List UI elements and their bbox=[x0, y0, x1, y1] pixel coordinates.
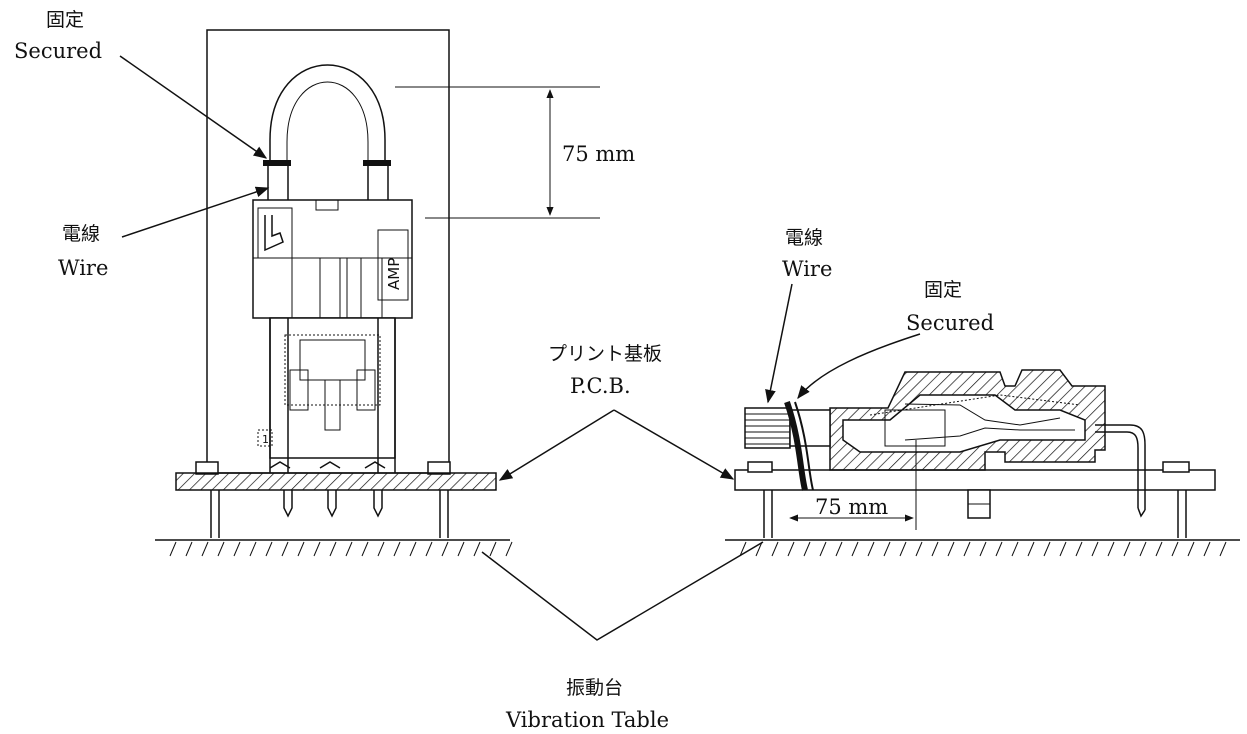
secured-right-en: Secured bbox=[906, 311, 994, 335]
front-connector-housing bbox=[252, 199, 413, 319]
wire-right-en: Wire bbox=[782, 257, 832, 281]
pcb-label-en: P.C.B. bbox=[570, 374, 631, 398]
secured-left-leader bbox=[119, 55, 268, 159]
wire-right-jp: 電線 bbox=[785, 227, 823, 249]
wire-right-leader bbox=[765, 283, 793, 404]
wire-left-jp: 電線 bbox=[62, 223, 100, 245]
front-tie-left bbox=[263, 160, 291, 166]
secured-left-jp: 固定 bbox=[46, 9, 84, 31]
side-tie bbox=[784, 401, 808, 491]
pcb-label-jp: プリント基板 bbox=[548, 343, 662, 365]
front-wire-loop bbox=[269, 64, 386, 195]
wire-left-leader bbox=[121, 186, 270, 238]
table-leader bbox=[481, 541, 764, 641]
front-pin-mark: 1 bbox=[262, 433, 269, 446]
wire-left-en: Wire bbox=[58, 256, 108, 280]
front-view: AMP 1 bbox=[14, 9, 635, 557]
pcb-leader-left bbox=[498, 409, 615, 481]
front-connector-mark: AMP bbox=[385, 258, 403, 290]
front-wire-right bbox=[367, 164, 389, 202]
pcb-leader-right bbox=[613, 409, 735, 480]
secured-right-leader bbox=[797, 333, 921, 400]
front-pcb bbox=[175, 472, 497, 491]
side-dimension-label: 75 mm bbox=[815, 495, 888, 519]
center-labels: プリント基板 P.C.B. 振動台 Vibration Table bbox=[481, 343, 764, 732]
front-dimension-label: 75 mm bbox=[562, 142, 635, 166]
table-label-en: Vibration Table bbox=[505, 708, 669, 732]
secured-left-en: Secured bbox=[14, 39, 102, 63]
front-wire-left bbox=[267, 164, 289, 202]
secured-right-jp: 固定 bbox=[924, 279, 962, 301]
table-label-jp: 振動台 bbox=[566, 677, 623, 699]
side-view: 75 mm 電線 Wire 固定 Secured bbox=[725, 227, 1240, 557]
front-tie-right bbox=[363, 160, 391, 166]
